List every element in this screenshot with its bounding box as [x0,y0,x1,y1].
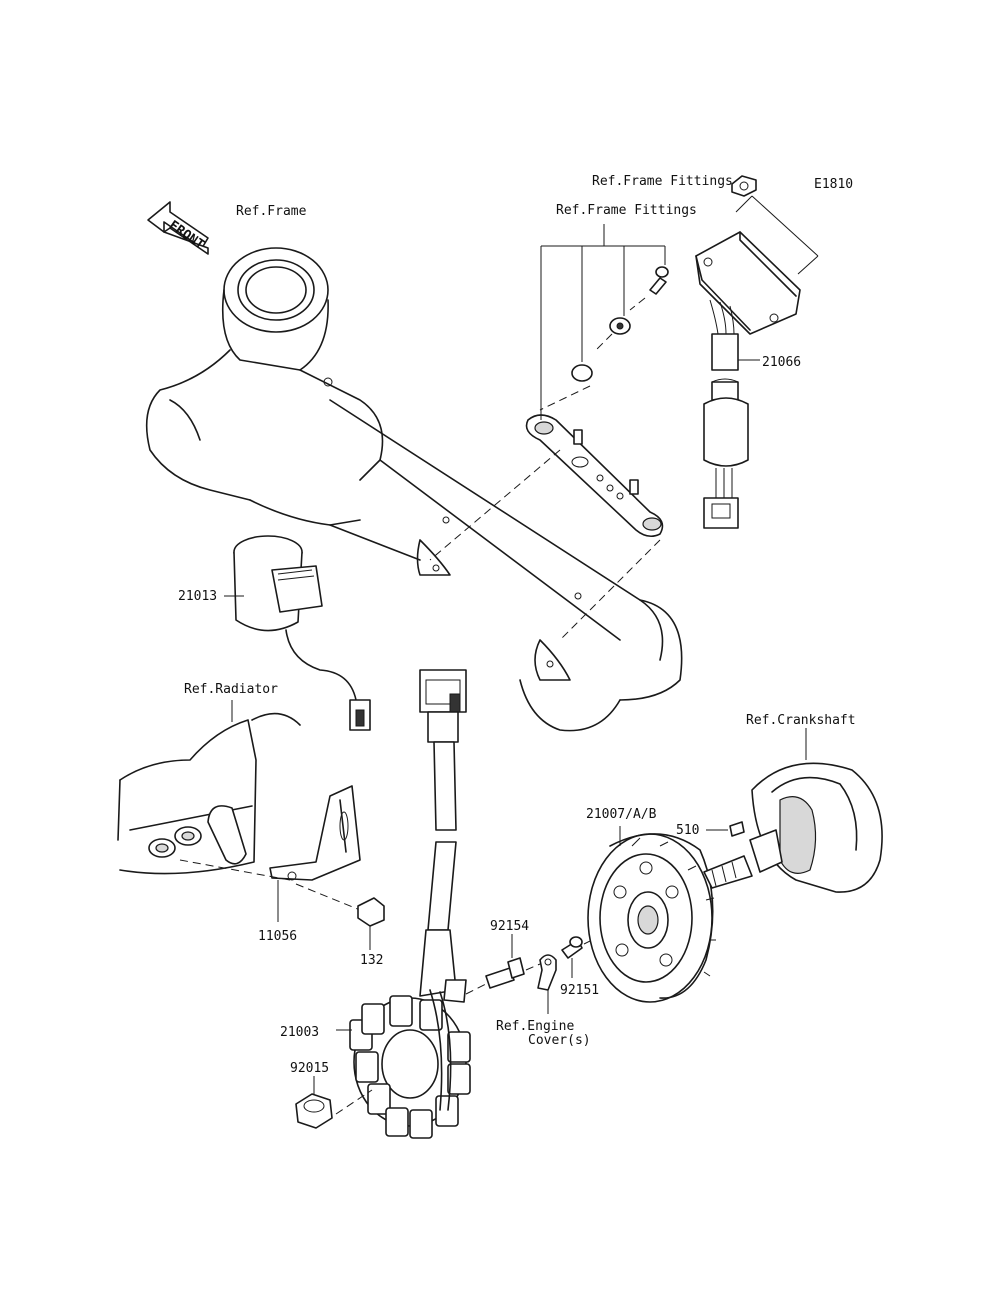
diagram-code: E1810 [814,177,853,192]
ref-radiator-label: Ref.Radiator [184,682,278,697]
ref-engine-cover-label-line2: Cover(s) [528,1033,591,1048]
bolts-drawing [465,934,601,1014]
flywheel-21007-drawing [587,826,716,1003]
crankshaft-drawing [703,728,883,893]
part-21007-label: 21007/A/B [586,807,657,822]
frame-fittings-drawing [429,224,669,641]
front-arrow-icon: FRONT [147,201,209,255]
nut-92015-drawing [295,1076,373,1129]
part-132-label: 132 [360,953,383,968]
part-21066-label: 21066 [762,355,801,370]
part-21003-label: 21003 [280,1025,319,1040]
ref-engine-cover-label-line1: Ref.Engine [496,1019,574,1034]
part-92154-label: 92154 [490,919,529,934]
ref-frame-fittings-label: Ref.Frame Fittings [556,203,697,218]
ref-frame-fittings-top-label: Ref.Frame Fittings [592,174,733,189]
regulator-21066-drawing [695,175,819,529]
stator-21003-drawing [336,669,471,1139]
bracket-11056-drawing [179,785,385,950]
part-21013-label: 21013 [178,589,217,604]
ref-crankshaft-label: Ref.Crankshaft [746,713,856,728]
ref-frame-label: Ref.Frame [236,204,307,219]
frame-drawing [145,247,683,732]
radiator-drawing [117,700,301,875]
part-11056-label: 11056 [258,929,297,944]
part-92015-label: 92015 [290,1061,329,1076]
part-510-label: 510 [676,823,699,838]
part-92151-label: 92151 [560,983,599,998]
unit-21013-drawing [224,535,371,731]
